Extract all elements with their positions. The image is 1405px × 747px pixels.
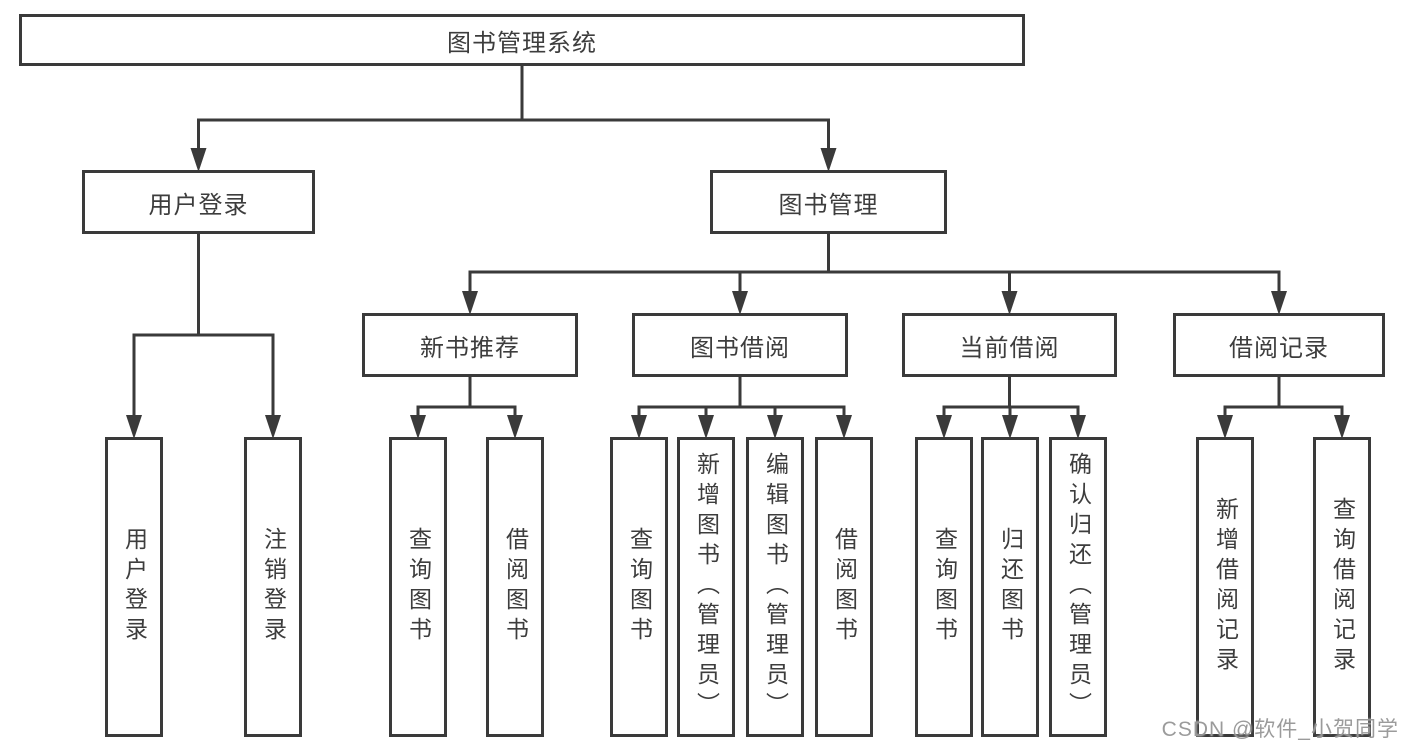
arrowhead-down-icon [698,415,714,439]
arrowhead-down-icon [410,415,426,439]
node-new-book-rec: 新书推荐 [362,313,578,377]
node-user-login: 用户登录 [82,170,315,234]
arrowhead-down-icon [265,415,281,439]
node-label-leaf-cb-query: 查询图书 [931,527,958,647]
arrowhead-down-icon [1334,415,1350,439]
node-borrow-record: 借阅记录 [1173,313,1385,377]
node-label-leaf-logout: 注销登录 [260,527,287,647]
arrowhead-down-icon [631,415,647,439]
arrowhead-down-icon [820,148,837,172]
node-leaf-user-login: 用户登录 [105,437,163,737]
node-label-current-borrow: 当前借阅 [959,334,1060,362]
node-label-leaf-br-query: 查询借阅记录 [1329,497,1356,677]
node-label-leaf-bb-borrow: 借阅图书 [831,527,858,647]
watermark-text: CSDN @软件_小贺同学 [1161,718,1399,741]
arrowhead-down-icon [1070,415,1086,439]
node-leaf-cb-return: 归还图书 [981,437,1039,737]
node-label-leaf-bb-edit: 编辑图书（管理员） [762,452,789,722]
node-leaf-bb-query: 查询图书 [610,437,668,737]
node-leaf-logout: 注销登录 [244,437,302,737]
arrowhead-down-icon [732,291,748,315]
node-leaf-bb-borrow: 借阅图书 [815,437,873,737]
arrowhead-down-icon [190,148,207,172]
arrowhead-down-icon [507,415,523,439]
node-label-book-borrow: 图书借阅 [690,334,790,362]
node-leaf-nb-query: 查询图书 [389,437,447,737]
node-book-borrow: 图书借阅 [632,313,848,377]
node-label-root: 图书管理系统 [447,29,597,57]
node-label-borrow-record: 借阅记录 [1229,334,1329,362]
node-label-user-login: 用户登录 [148,191,249,219]
node-leaf-cb-confirm: 确认归还（管理员） [1049,437,1107,737]
node-label-leaf-nb-query: 查询图书 [405,527,432,647]
node-current-borrow: 当前借阅 [902,313,1117,377]
node-label-leaf-nb-borrow: 借阅图书 [502,527,529,647]
node-label-book-mgmt: 图书管理 [778,191,879,219]
node-book-mgmt: 图书管理 [710,170,947,234]
node-leaf-nb-borrow: 借阅图书 [486,437,544,737]
node-label-new-book-rec: 新书推荐 [420,334,520,362]
node-leaf-br-query: 查询借阅记录 [1313,437,1371,737]
arrowhead-down-icon [1271,291,1287,315]
arrowhead-down-icon [1217,415,1233,439]
node-leaf-cb-query: 查询图书 [915,437,973,737]
arrowhead-down-icon [836,415,852,439]
node-root: 图书管理系统 [19,14,1025,66]
node-label-leaf-bb-add: 新增图书（管理员） [693,452,720,722]
node-leaf-bb-add: 新增图书（管理员） [677,437,735,737]
arrowhead-down-icon [126,415,142,439]
node-label-leaf-cb-confirm: 确认归还（管理员） [1065,452,1092,722]
node-label-leaf-br-add: 新增借阅记录 [1212,497,1239,677]
node-leaf-bb-edit: 编辑图书（管理员） [746,437,804,737]
node-leaf-br-add: 新增借阅记录 [1196,437,1254,737]
arrowhead-down-icon [462,291,478,315]
arrowhead-down-icon [936,415,952,439]
node-label-leaf-bb-query: 查询图书 [626,527,653,647]
arrowhead-down-icon [767,415,783,439]
node-label-leaf-cb-return: 归还图书 [997,527,1024,647]
node-label-leaf-user-login: 用户登录 [121,527,148,647]
arrowhead-down-icon [1002,415,1018,439]
arrowhead-down-icon [1001,291,1018,315]
